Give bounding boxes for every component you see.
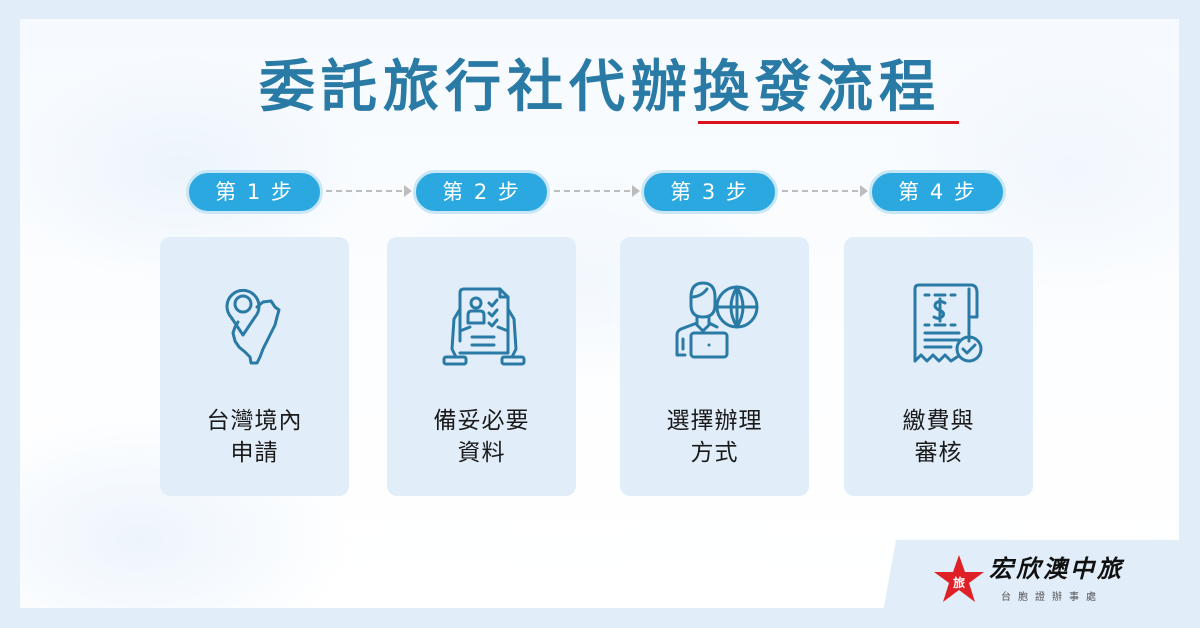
document-checklist-hands-icon <box>442 287 525 366</box>
step-4-label: 繳費與 審核 <box>902 408 975 466</box>
logo-brand-name: 宏欣澳中旅 <box>989 554 1124 583</box>
step-3-label: 選擇辦理 方式 <box>666 408 763 466</box>
step-4-pill[interactable]: 第 4 步 <box>869 170 1006 214</box>
arrow-connector-3-4 <box>782 185 868 197</box>
title-underline <box>698 121 959 124</box>
taiwan-map-pin-icon <box>225 288 280 365</box>
step-4-card[interactable]: 繳費與 審核 <box>844 237 1033 496</box>
step-2-card[interactable]: 備妥必要 資料 <box>387 237 576 496</box>
step-2-label: 備妥必要 資料 <box>433 408 530 466</box>
step-1-label: 台灣境內 申請 <box>206 408 303 466</box>
step-1-pill[interactable]: 第 1 步 <box>186 170 323 214</box>
page-title: 委託旅行社代辦換發流程 <box>259 55 941 120</box>
logo-tab-background <box>880 540 1200 628</box>
step-1-card[interactable]: 台灣境內 申請 <box>160 237 349 496</box>
red-star-icon: 旅 <box>934 555 984 602</box>
arrow-connector-1-2 <box>326 185 412 197</box>
receipt-dollar-check-icon <box>913 283 982 363</box>
logo-subtitle: 台胞證辦事處 <box>1001 592 1103 603</box>
arrow-connector-2-3 <box>554 185 640 197</box>
svg-text:旅: 旅 <box>953 575 965 590</box>
step-2-pill[interactable]: 第 2 步 <box>413 170 550 214</box>
step-3-pill[interactable]: 第 3 步 <box>641 170 778 214</box>
company-logo: 旅 宏欣澳中旅 台胞證辦事處 <box>933 552 1133 612</box>
person-laptop-globe-icon <box>675 281 758 359</box>
step-3-card[interactable]: 選擇辦理 方式 <box>620 237 809 496</box>
